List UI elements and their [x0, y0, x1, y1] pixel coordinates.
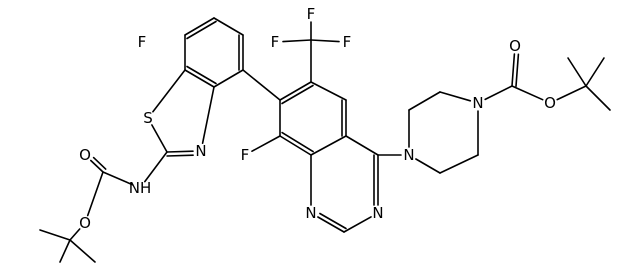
bond-NH-Cc [102, 171, 134, 186]
bond-Q5-Q6 [279, 135, 312, 156]
bond-C2q-N1q [319, 212, 347, 230]
bond-A5-S [152, 69, 186, 113]
bond-A4-A5 [186, 65, 217, 85]
bond-A1-A2 [213, 17, 244, 36]
atom-label-n-thiazole: N [195, 142, 206, 160]
atom-label-s-thiazole: S [143, 109, 153, 127]
bond-Q4-C4 [345, 135, 379, 156]
bond-Q2-Q3 [310, 81, 347, 101]
atom-label-n-quinazoline-1: N [305, 204, 316, 222]
bond-P2-Np2 [439, 91, 472, 102]
bond-C2-NH [144, 151, 168, 183]
atom-label-o-carbamate-carbonyl: O [79, 146, 91, 164]
atom-label-n-piperazine-aryl: N [403, 146, 414, 164]
bond-Cc-Oc2 [86, 171, 104, 217]
bond-N3q-C2q [343, 216, 372, 233]
atom-label-f-cf3-left: F [271, 33, 280, 51]
atom-label-n-piperazine-boc: N [472, 94, 483, 112]
bond-Ctb-Mt3 [585, 85, 611, 111]
bond-Q1-Q2 [279, 81, 312, 101]
bond-lines [39, 17, 611, 263]
bond-A4-A5 [184, 69, 215, 88]
bond-CF3-Fr [310, 39, 340, 43]
bond-Ct-Mb [59, 239, 71, 263]
bond-CF3-Fl [282, 39, 312, 43]
atom-label-o-boc-ester: O [544, 94, 556, 112]
bond-A3-A4 [213, 69, 244, 88]
bond-A6-A1 [184, 17, 215, 36]
atom-label-nh-carbamate: NH [129, 179, 152, 197]
bond-N3-A4 [201, 86, 215, 144]
bond-C2-N3 [166, 154, 194, 157]
bond-Ct-Ma [39, 229, 71, 241]
bond-Cc-Oc1 [90, 159, 104, 173]
bond-Q4-Q5 [310, 135, 347, 156]
bond-Ob2-Ctb [556, 85, 587, 101]
atom-label-f-cf3-top: F [307, 5, 316, 23]
bond-Cb-Ob2 [511, 85, 544, 101]
bond-Ctb-Mt1 [567, 57, 587, 87]
atom-label-n-quinazoline-3: N [372, 204, 383, 222]
bond-Q6-Fq [251, 135, 281, 152]
bond-P3-P4 [439, 154, 479, 174]
bond-A3-Q1 [242, 69, 281, 101]
bond-Cb-Ob1 [511, 53, 516, 87]
bond-P1-P2 [408, 91, 441, 111]
bond-S-C2 [151, 124, 168, 153]
atom-label-f-benzothiazole: F [138, 33, 147, 51]
bond-C2-N3 [166, 150, 194, 153]
atom-label-o-carbamate-ester: O [79, 214, 91, 232]
bond-Cc-Oc1 [92, 156, 107, 170]
bond-Np2-Cb [484, 85, 513, 101]
atom-label-f-quinazoline: F [241, 146, 250, 164]
bond-P4-Np1 [415, 158, 441, 174]
atom-label-o-boc-carbonyl: O [509, 37, 521, 55]
bond-Cb-Ob1 [515, 53, 520, 88]
atom-labels: F S N NH O O F F F F N N N N O O [79, 5, 556, 232]
bond-C2q-N1q [317, 216, 345, 233]
bond-Oc2-Ct [69, 228, 81, 241]
bond-Ct-Mc [69, 239, 96, 263]
bond-Q1-Q2 [281, 84, 314, 105]
bond-Ctb-Mt2 [585, 57, 605, 87]
bond-Q5-Q6 [281, 131, 314, 153]
bond-A6-A1 [186, 20, 217, 40]
atom-label-f-cf3-right: F [343, 33, 352, 51]
